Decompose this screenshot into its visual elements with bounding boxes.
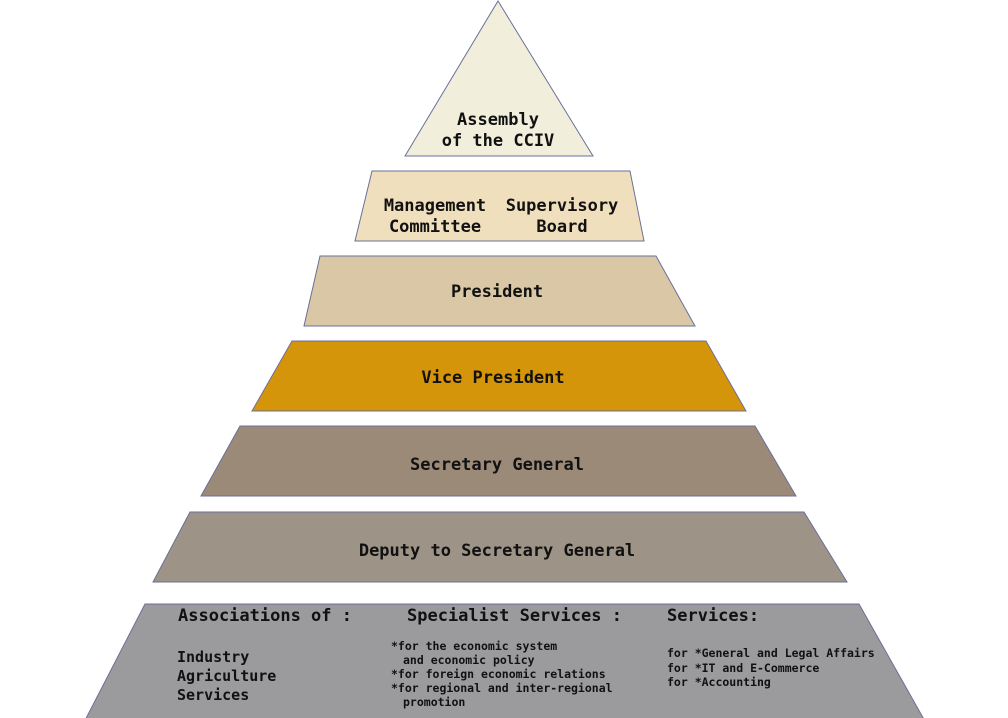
services-item: for *General and Legal Affairs xyxy=(667,646,875,660)
association-agriculture: Agriculture xyxy=(177,667,277,685)
assembly-label-line-2: of the CCIV xyxy=(441,131,555,151)
association-services: Services xyxy=(177,686,250,704)
associations-heading: Associations of : xyxy=(178,606,352,626)
services-heading: Services: xyxy=(667,606,760,626)
supervisory-board-label: Supervisory Board xyxy=(503,196,621,238)
assembly-label: Assembly of the CCIV xyxy=(398,110,598,152)
specialist-item: *for foreign economic relations xyxy=(391,667,606,681)
services-item: for *Accounting xyxy=(667,675,771,689)
vice-president-tier xyxy=(251,340,747,412)
management-committee-line-2: Committee xyxy=(388,217,482,237)
management-committee-line-1: Management xyxy=(383,196,487,216)
specialist-item: *for regional and inter-regional xyxy=(391,681,613,695)
vice-president-label: Vice President xyxy=(421,368,565,388)
services-item: for *IT and E-Commerce xyxy=(667,660,820,675)
services-list: for *General and Legal Affairs for *IT a… xyxy=(667,646,875,690)
assembly-tier xyxy=(404,0,594,157)
management-board-tier xyxy=(354,170,645,242)
specialist-item: *for the economic system xyxy=(391,639,558,653)
base-tier xyxy=(85,603,924,718)
specialist-services-list: *for the economic system and economic po… xyxy=(391,639,613,709)
management-committee-label: Management Committee xyxy=(375,196,495,238)
supervisory-board-line-1: Supervisory xyxy=(505,196,619,216)
president-label: President xyxy=(450,282,544,302)
supervisory-board-line-2: Board xyxy=(536,217,588,237)
deputy-label: Deputy to Secretary General xyxy=(358,541,636,561)
specialist-item: promotion xyxy=(403,695,466,709)
deputy-tier xyxy=(152,511,848,583)
secretary-general-label: Secretary General xyxy=(410,455,584,475)
specialist-item: and economic policy xyxy=(403,653,535,667)
secretary-general-tier xyxy=(200,425,797,497)
specialist-services-heading: Specialist Services : xyxy=(407,606,622,626)
association-industry: Industry xyxy=(177,648,250,666)
assembly-label-line-1: Assembly xyxy=(457,110,539,130)
president-tier xyxy=(303,255,696,327)
associations-list: Industry Agriculture Services xyxy=(177,648,276,705)
